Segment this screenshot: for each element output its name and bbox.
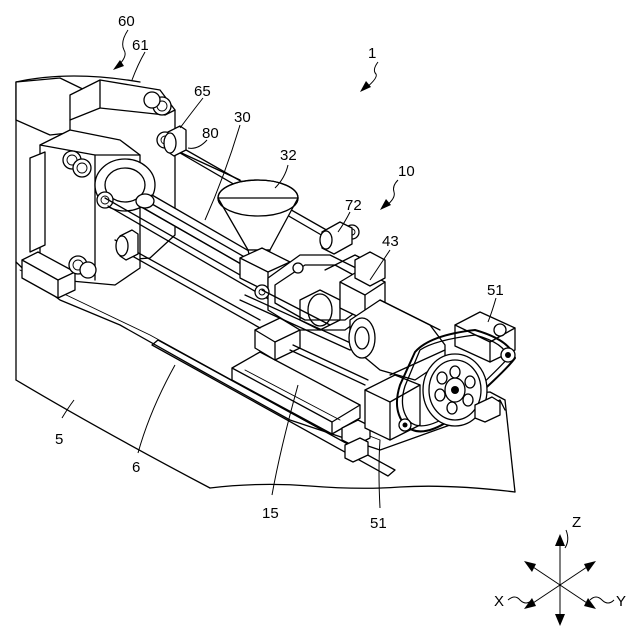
label-65: 65 — [194, 83, 211, 100]
label-43: 43 — [382, 233, 399, 250]
label-32: 32 — [280, 147, 297, 164]
axis-label-z: Z — [572, 514, 581, 531]
label-60: 60 — [118, 13, 135, 30]
label-10: 10 — [398, 163, 415, 180]
label-61: 61 — [132, 37, 149, 54]
axis-label-x: X — [494, 593, 504, 610]
label-51-top: 51 — [487, 282, 504, 299]
label-6: 6 — [132, 459, 140, 476]
label-72: 72 — [345, 197, 362, 214]
mold-clamping-unit — [16, 76, 175, 298]
label-30: 30 — [234, 109, 251, 126]
axis-indicator: Z X Y — [494, 514, 626, 626]
label-5: 5 — [55, 431, 63, 448]
label-1: 1 — [368, 45, 376, 62]
label-15: 15 — [262, 505, 279, 522]
label-51-bottom: 51 — [370, 515, 387, 532]
label-80: 80 — [202, 125, 219, 142]
axis-label-y: Y — [616, 593, 626, 610]
